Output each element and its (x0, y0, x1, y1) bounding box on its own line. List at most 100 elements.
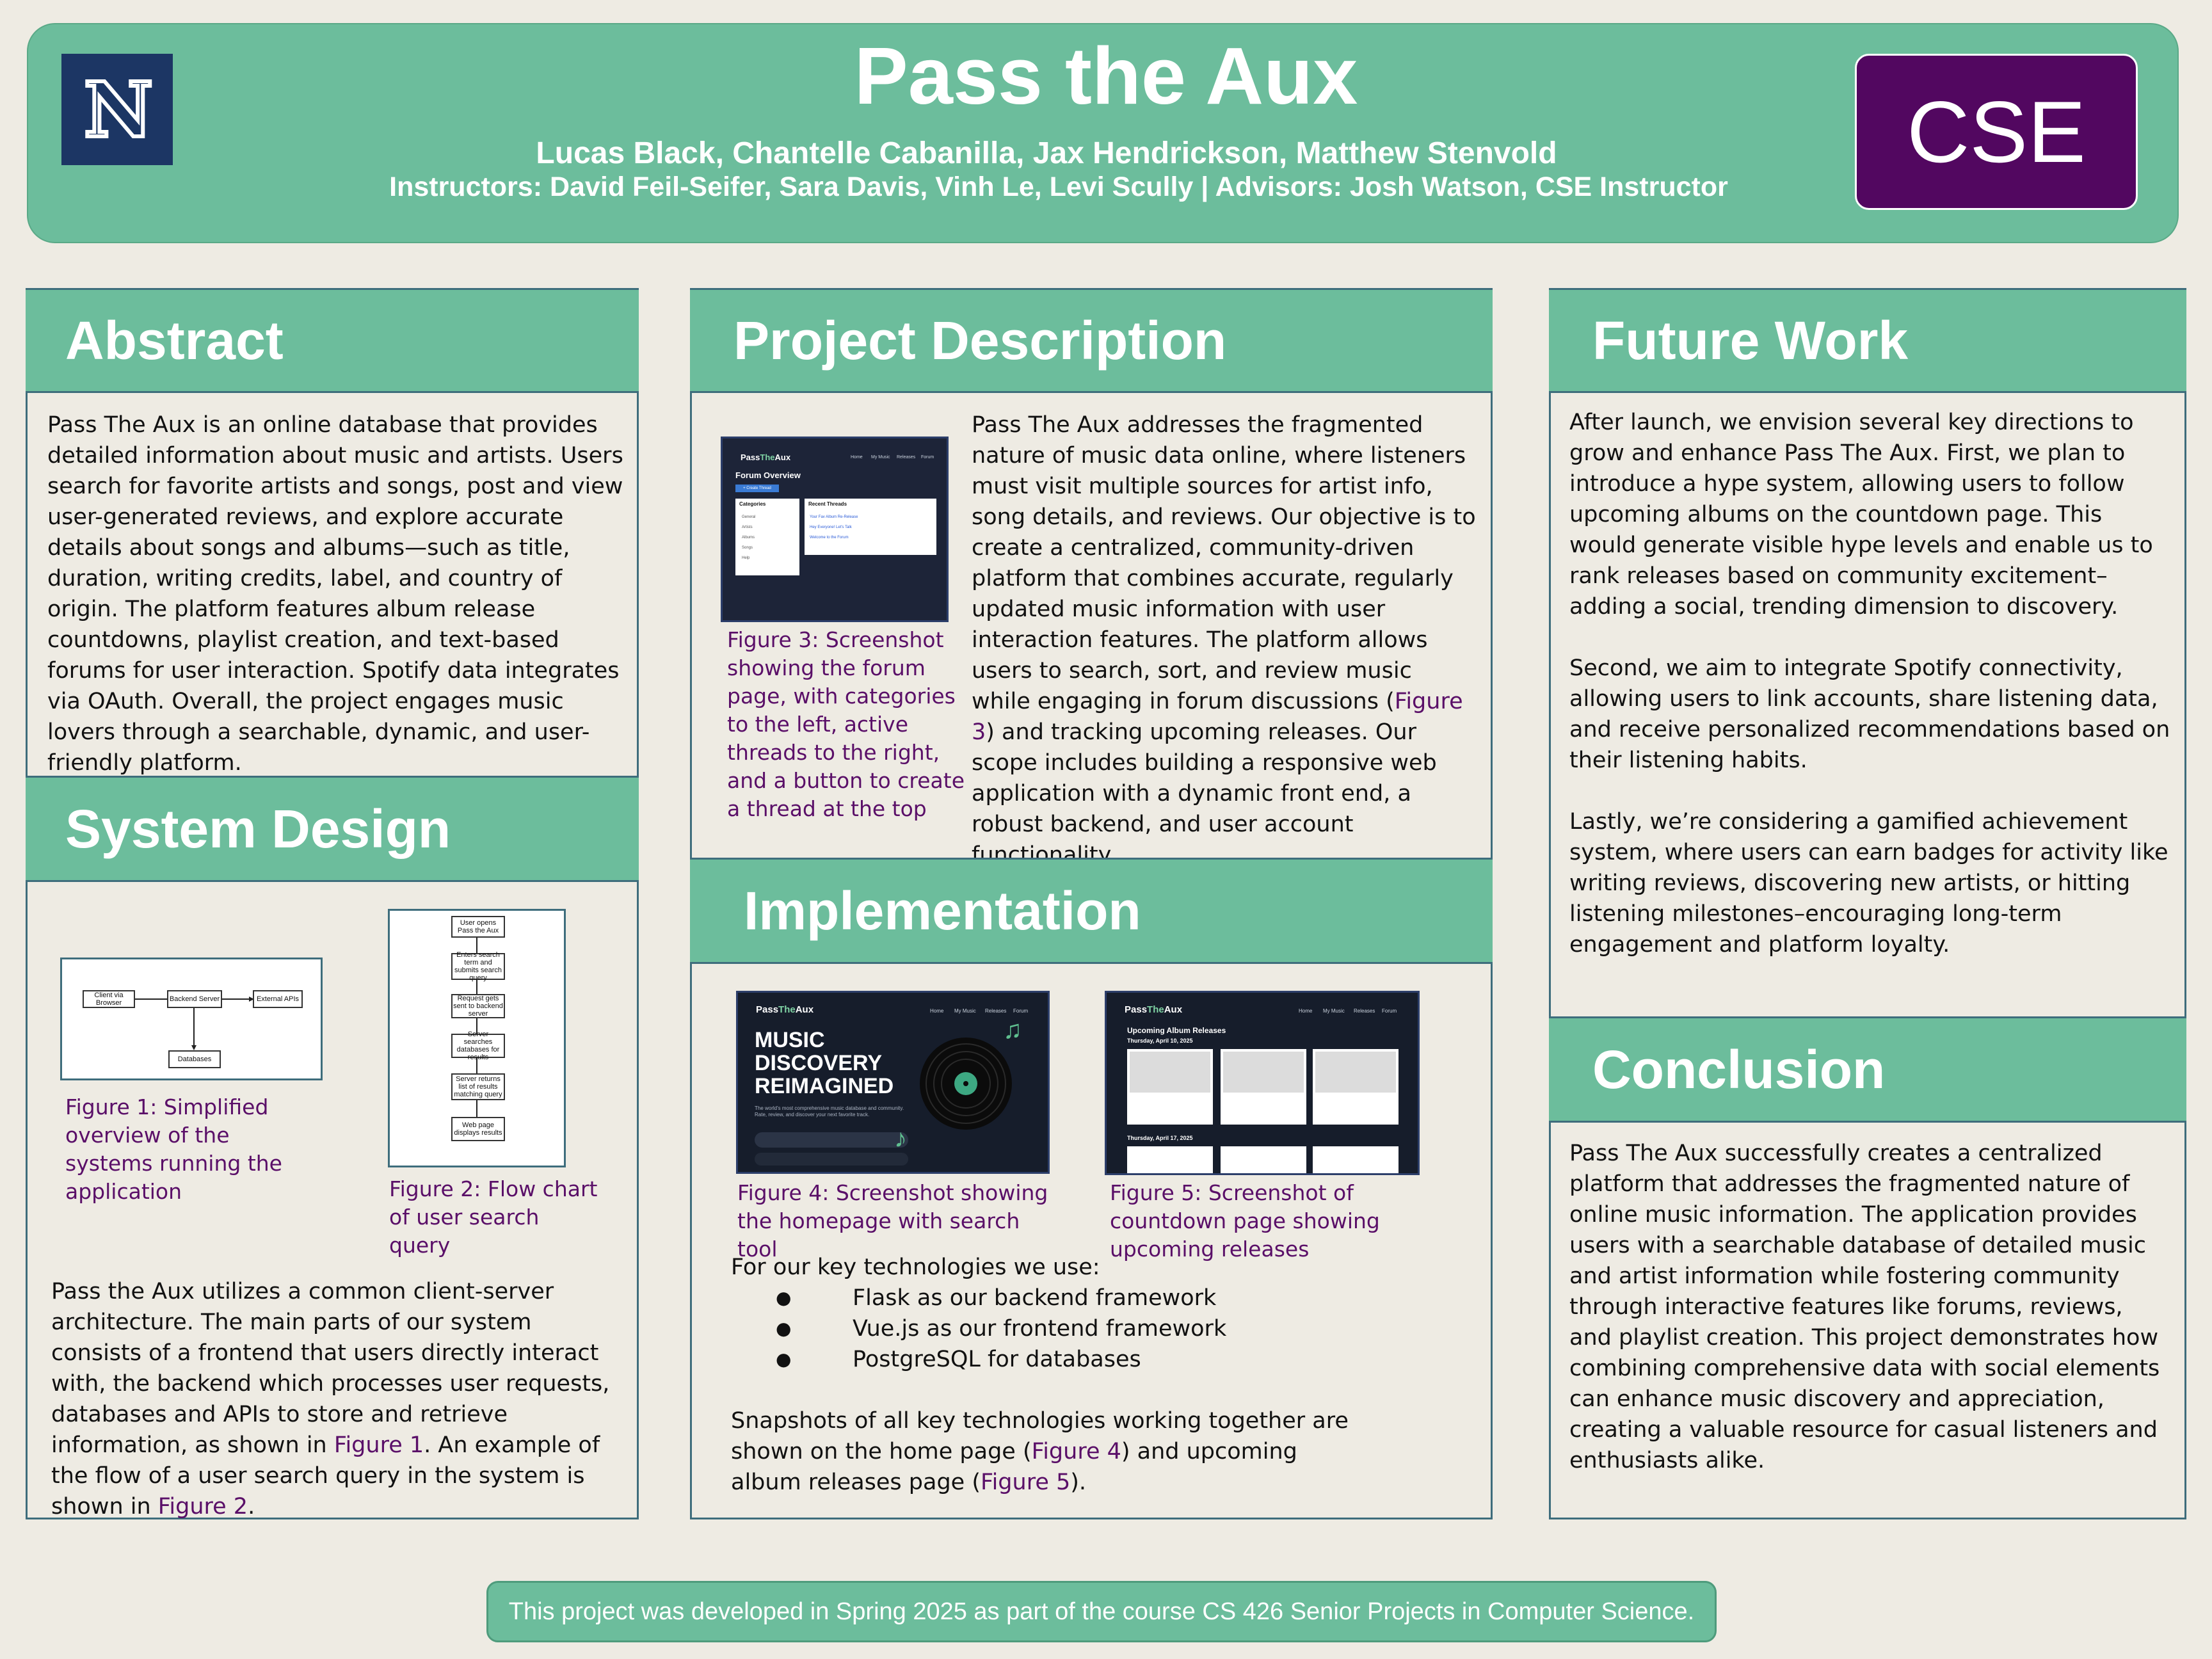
fig4-brand-b: The (778, 1004, 796, 1015)
tech-list-item: PostgreSQL for databases (731, 1344, 1435, 1375)
implementation-text: Snapshots of all key technologies workin… (731, 1406, 1371, 1498)
fig3-thread: Hey Everyone! Let's Talk (810, 525, 852, 529)
abstract-text: Pass The Aux is an online database that … (47, 412, 623, 776)
figure-1-diagram: Client via Browser Backend Server Extern… (60, 958, 323, 1080)
fig3-threads-title: Recent Threads (808, 501, 847, 507)
project-description-text-b: ) and tracking upcoming releases. Our sc… (972, 719, 1437, 868)
figure-5-link[interactable]: Figure 5 (980, 1470, 1071, 1495)
cse-logo: CSE (1855, 54, 2138, 210)
fig3-nav-forum: Forum (921, 455, 934, 460)
fig1-backend-box: Backend Server (167, 990, 222, 1008)
figure-1-caption: Figure 1: Simplified overview of the sys… (65, 1094, 282, 1204)
fig3-category: Songs (742, 546, 753, 550)
fig5-page-title: Upcoming Album Releases (1127, 1026, 1226, 1035)
music-note-icon-small: ♪ (894, 1125, 907, 1153)
implementation-text-b: ) and upcoming album releases page ( (731, 1439, 1297, 1495)
university-logo: N (61, 54, 173, 165)
fig5-brand-b: The (1147, 1004, 1164, 1015)
fig1-client-box: Client via Browser (83, 990, 135, 1008)
fig4-hero-line: MUSIC (755, 1028, 825, 1052)
vinyl-record-icon (920, 1038, 1012, 1130)
fig3-create-thread-button: + Create Thread (735, 485, 779, 492)
fig1-databases-box: Databases (168, 1050, 221, 1068)
fig2-step-6: Web page displays results (451, 1117, 505, 1141)
fig4-nav-forum: Forum (1013, 1008, 1029, 1014)
fig4-brand: PassTheAux (756, 1004, 813, 1015)
figure-2-flowchart: User opens Pass the Aux Enters search te… (388, 909, 566, 1167)
fig3-nav-home: Home (851, 455, 863, 460)
tech-list: Flask as our backend framework Vue.js as… (731, 1283, 1435, 1375)
project-description-heading: Project Description (690, 288, 1493, 393)
poster-footer: This project was developed in Spring 202… (486, 1581, 1717, 1642)
poster-header (27, 23, 2179, 243)
conclusion-heading: Conclusion (1549, 1016, 2186, 1123)
future-work-p2: Second, we aim to integrate Spotify conn… (1569, 655, 2170, 773)
figure-2-link[interactable]: Figure 2 (157, 1494, 248, 1519)
project-description-text-a: Pass The Aux addresses the fragmented na… (972, 412, 1476, 714)
fig4-search-bar-secondary (755, 1153, 908, 1166)
figure-3-caption: Figure 3: Screenshot showing the forum p… (727, 627, 965, 821)
fig3-brand-b: The (760, 453, 775, 462)
implementation-text-a: Snapshots of all key technologies workin… (731, 1408, 1349, 1464)
fig3-brand-c: Aux (774, 453, 791, 462)
fig4-hero-line: REIMAGINED (755, 1074, 894, 1098)
system-design-text-a: Pass the Aux utilizes a common client-se… (51, 1279, 610, 1458)
fig5-nav-releases: Releases (1354, 1008, 1375, 1014)
fig3-category: Help (742, 556, 750, 560)
fig4-brand-c: Aux (795, 1004, 814, 1015)
fig2-step-4: Server searches databases for results (451, 1030, 505, 1061)
fig3-page-title: Forum Overview (735, 470, 801, 480)
figure-2-connectors (476, 938, 477, 1117)
fig3-category: Albums (742, 536, 755, 540)
fig5-nav-forum: Forum (1382, 1008, 1397, 1014)
figure-5-caption: Figure 5: Screenshot of countdown page s… (1110, 1180, 1380, 1262)
fig3-category: General (742, 515, 756, 519)
fig4-hero-subtitle: The world's most comprehensive music dat… (755, 1105, 904, 1118)
figure-2-caption: Figure 2: Flow chart of user search quer… (389, 1176, 598, 1258)
fig5-album-card (1127, 1049, 1213, 1125)
figure-3-screenshot: PassTheAux Home My Music Releases Forum … (721, 437, 949, 622)
fig5-album-card (1221, 1049, 1306, 1125)
fig3-categories-title: Categories (739, 501, 766, 507)
fig4-brand-a: Pass (756, 1004, 779, 1015)
fig1-external-box: External APIs (253, 990, 303, 1008)
system-design-text-c: . (248, 1494, 255, 1519)
system-design-text: Pass the Aux utilizes a common client-se… (51, 1276, 627, 1522)
system-design-text-b: . An example of the flow of a user searc… (51, 1432, 600, 1519)
fig4-nav-home: Home (930, 1008, 944, 1014)
fig3-thread: Your Fav Album Re-Release (810, 515, 858, 519)
fig3-brand: PassTheAux (741, 453, 790, 462)
poster-title: Pass the Aux (854, 31, 1358, 121)
figure-4-link[interactable]: Figure 4 (1031, 1439, 1121, 1464)
music-note-icon: ♫ (1003, 1016, 1022, 1044)
university-logo-letter: N (82, 63, 155, 156)
implementation-heading: Implementation (690, 858, 1493, 964)
tech-intro: For our key technologies we use: (731, 1254, 1100, 1280)
figure-4-caption: Figure 4: Screenshot showing the homepag… (737, 1180, 1048, 1262)
fig3-threads-panel: Recent Threads Your Fav Album Re-Release… (805, 499, 936, 555)
fig5-album-card (1221, 1146, 1306, 1173)
figure-1-link[interactable]: Figure 1 (333, 1432, 424, 1458)
future-work-p1: After launch, we envision several key di… (1569, 410, 2153, 620)
future-work-p3: Lastly, we’re considering a gamified ach… (1569, 809, 2168, 958)
fig2-step-5: Server returns list of results matching … (451, 1073, 505, 1100)
fig5-album-card (1313, 1049, 1399, 1125)
fig4-hero-line: DISCOVERY (755, 1051, 883, 1075)
fig5-date-2: Thursday, April 17, 2025 (1127, 1135, 1193, 1141)
fig5-brand-a: Pass (1125, 1004, 1148, 1015)
abstract-heading: Abstract (26, 288, 639, 393)
conclusion-text: Pass The Aux successfully creates a cent… (1569, 1141, 2160, 1473)
fig4-search-bar (755, 1132, 908, 1148)
fig3-category: Artists (742, 525, 753, 529)
tech-list-item: Vue.js as our frontend framework (731, 1313, 1435, 1344)
figure-5-screenshot: PassTheAux Home My Music Releases Forum … (1105, 991, 1420, 1175)
fig5-nav-mymusic: My Music (1323, 1008, 1345, 1014)
fig5-nav-home: Home (1299, 1008, 1313, 1014)
fig3-nav-mymusic: My Music (871, 455, 890, 460)
figure-4-screenshot: PassTheAux Home My Music Releases Forum … (736, 991, 1050, 1174)
implementation-text-c: ). (1070, 1470, 1087, 1495)
fig3-thread: Welcome to the Forum (810, 536, 849, 540)
cse-logo-text: CSE (1907, 83, 2086, 180)
fig2-step-3: Request gets sent to backend server (451, 994, 505, 1018)
figure-3-link[interactable]: Figure 3 (972, 689, 1463, 745)
